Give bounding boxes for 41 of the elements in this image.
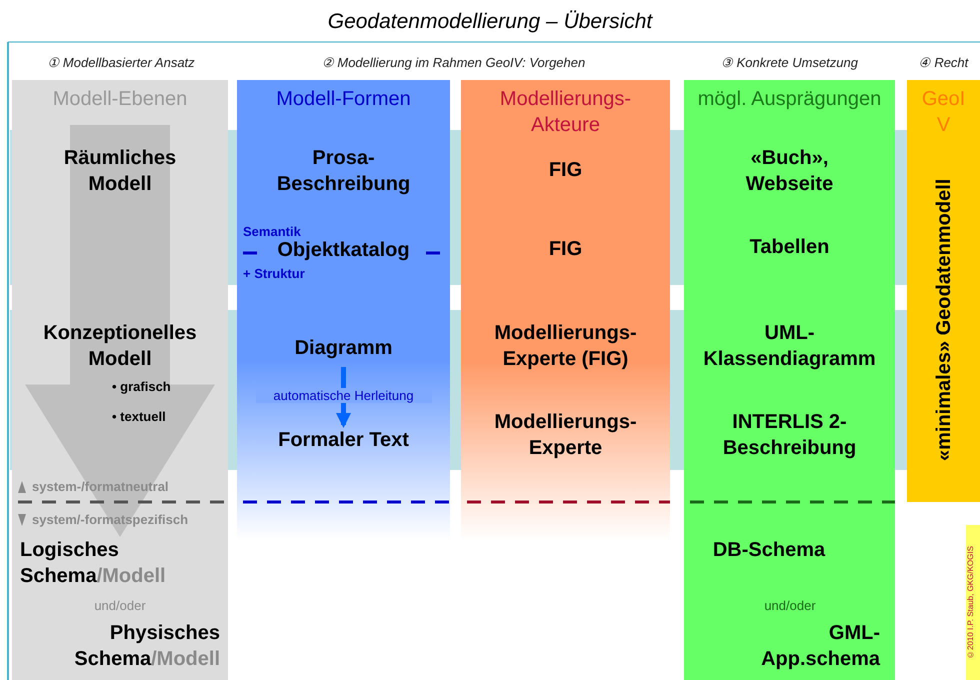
section-heading: ② Modellierung im Rahmen GeoIV: Vorgehen (320, 55, 586, 70)
cell-text: Konzeptionelles Modell • grafisch • textuell (20, 320, 220, 440)
column-heading: Modell-Ebenen (52, 87, 188, 112)
annotation-text: Semantik (243, 224, 301, 239)
cell-text: Modellierungs-Experte (FIG) (471, 320, 660, 376)
cell-text: Logisches Schema/Modell (20, 537, 220, 593)
column-band (684, 80, 895, 680)
column-band (12, 80, 228, 680)
cell-text: GML-App.schema (730, 620, 880, 676)
cell-text: Räumliches Modell (30, 145, 210, 201)
cell-text: Prosa-Beschreibung (247, 145, 440, 201)
column-heading: GeoI V (921, 87, 966, 138)
column-heading: Modell-Formen (275, 87, 412, 112)
cell-text: UML-Klassendiagramm (694, 320, 885, 376)
annotation-text: + Struktur (243, 266, 305, 281)
cell-text: DB-Schema (694, 537, 844, 565)
cell-text: Tabellen (694, 234, 885, 262)
block-arrow (25, 125, 215, 537)
section-heading: ③ Konkrete Umsetzung (720, 55, 859, 70)
cell-text: Formaler Text (257, 427, 430, 455)
section-heading: ④ Recht (918, 55, 970, 70)
cell-text: «Buch», Webseite (714, 145, 865, 201)
copyright-note: ©2010 I.P. Staub, GKG/KOGIS (966, 525, 980, 680)
section-heading: ① Modellbasierter Ansatz (46, 55, 196, 70)
column-heading: mögl. Ausprägungen (696, 87, 882, 112)
edge-label: automatische Herleitung (256, 388, 432, 403)
cell-text: FIG (471, 157, 660, 185)
connector-word: und/oder (93, 598, 147, 613)
cell-text: INTERLIS 2-Beschreibung (694, 409, 885, 465)
connector-word: und/oder (763, 598, 817, 613)
column-band (907, 80, 980, 502)
column-heading: Modellierungs-Akteure (498, 87, 632, 138)
cell-text: Diagramm (257, 335, 430, 363)
annotation-text: system-/formatneutral (32, 479, 169, 494)
cell-text: Physisches Schema/Modell (20, 620, 220, 676)
cell-text: Modellierungs-Experte (471, 409, 660, 465)
cell-text: Objektkatalog (257, 237, 430, 265)
cell-text: FIG (471, 236, 660, 264)
annotation-text: system/-formatspezifisch (32, 512, 188, 527)
diagram-title: Geodatenmodellierung – Übersicht (326, 10, 654, 34)
rotated-label: «minimales» Geodatenmodell (927, 150, 961, 490)
